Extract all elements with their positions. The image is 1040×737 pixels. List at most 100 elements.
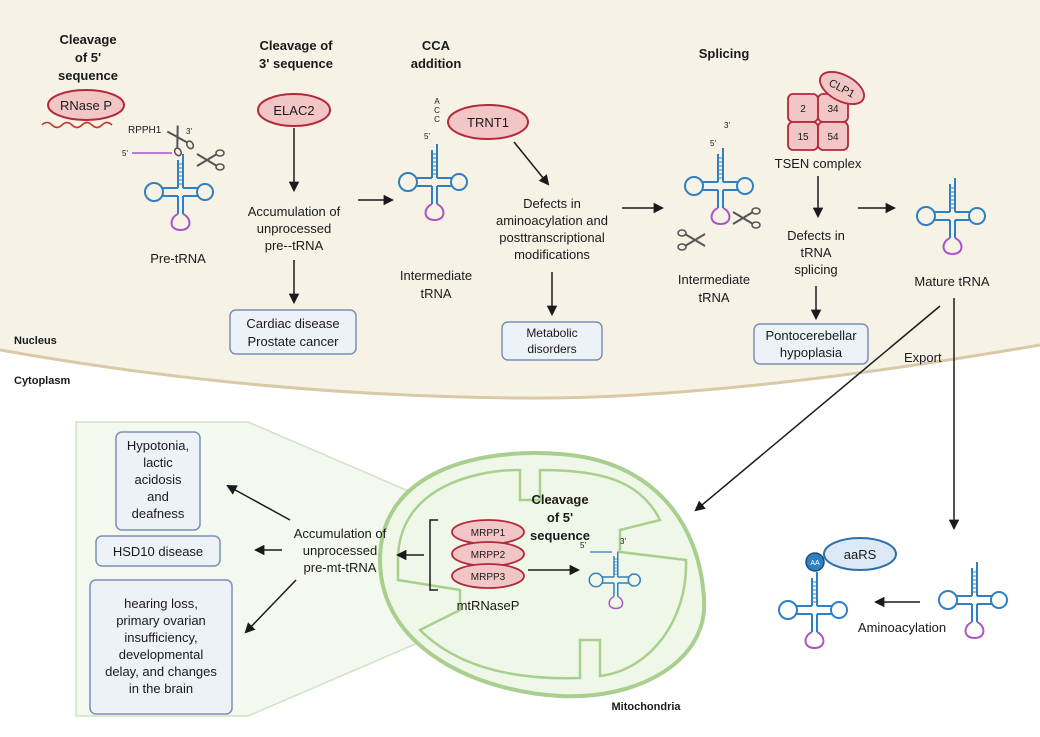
svg-text:posttranscriptional: posttranscriptional [499, 230, 605, 245]
mature-trna-label: Mature tRNA [914, 274, 989, 289]
arrow-import-mito [694, 305, 941, 512]
nucleus-region [0, 0, 1040, 399]
hypotonia-box [115, 431, 201, 531]
arrow-to-hearing-loss [244, 579, 297, 634]
svg-text:Metabolic: Metabolic [526, 326, 577, 340]
svg-text:Pontocerebellar: Pontocerebellar [765, 328, 857, 343]
svg-text:aminoacylation and: aminoacylation and [496, 213, 608, 228]
arrow-trnt1-defects [513, 141, 550, 186]
svg-text:CCA: CCA [422, 38, 451, 53]
svg-text:MRPP1: MRPP1 [471, 528, 506, 539]
splicing-5prime: 5' [710, 139, 716, 148]
svg-text:splicing: splicing [794, 262, 837, 277]
mitochondria-label: Mitochondria [611, 701, 681, 713]
svg-text:tRNA: tRNA [800, 245, 831, 260]
clp1-enzyme [819, 71, 865, 105]
tsen-disease: Pontocerebellar hypoplasia [765, 328, 857, 360]
svg-text:Defects in: Defects in [523, 196, 581, 211]
nuclear-membrane [0, 343, 1040, 400]
svg-text:delay, and changes: delay, and changes [105, 664, 217, 679]
svg-text:insufficiency,: insufficiency, [124, 630, 197, 645]
intermediate-5prime: 5' [424, 132, 430, 141]
svg-text:unprocessed: unprocessed [257, 221, 331, 236]
trnt1-disease-box [501, 321, 603, 361]
rpph1-rna [41, 121, 113, 129]
step1-title: Cleavage of 5' sequence [58, 32, 118, 83]
uncharged-trna-structure [938, 561, 1008, 639]
svg-text:Hypotonia,: Hypotonia, [127, 438, 189, 453]
trnt1-consequence: Defects in aminoacylation and posttransc… [496, 196, 608, 262]
mito-consequence: Accumulation of unprocessed pre-mt-tRNA [294, 526, 387, 575]
rnase-p-label: RNase P [60, 98, 112, 113]
aars-label: aaRS [844, 547, 877, 562]
elac2-consequence: Accumulation of unprocessed pre--tRNA [248, 204, 341, 253]
svg-text:unprocessed: unprocessed [303, 543, 377, 558]
svg-text:acidosis: acidosis [135, 472, 182, 487]
trnt1-label: TRNT1 [467, 115, 509, 130]
svg-text:Intermediate: Intermediate [678, 272, 750, 287]
amino-acid-badge [805, 552, 825, 572]
rnase-p-enzyme [47, 89, 125, 121]
elac2-label: ELAC2 [273, 103, 314, 118]
svg-text:C: C [434, 115, 440, 124]
splicing-title: Splicing [699, 46, 750, 61]
svg-text:disorders: disorders [527, 342, 576, 356]
svg-text:modifications: modifications [514, 247, 590, 262]
svg-text:hearing loss,: hearing loss, [124, 596, 198, 611]
cca-letters: A C C [434, 97, 440, 124]
tsen-consequence: Defects in tRNA splicing [787, 228, 845, 277]
pre-trna-3prime: 3' [186, 127, 192, 136]
svg-text:lactic: lactic [143, 455, 173, 470]
splicing-trna-label: Intermediate tRNA [678, 272, 750, 305]
hypotonia-disease: Hypotonia, lactic acidosis and deafness [127, 438, 189, 521]
mtrnasep-label: mtRNaseP [457, 598, 520, 613]
elac2-disease: Cardiac disease Prostate cancer [246, 316, 339, 349]
svg-text:addition: addition [411, 56, 462, 71]
pre-trna-label: Pre-tRNA [150, 251, 206, 266]
export-label: Export [904, 350, 942, 365]
svg-text:Accumulation of: Accumulation of [294, 526, 387, 541]
nucleus-label: Nucleus [14, 335, 57, 347]
trnt1-enzyme [447, 104, 529, 140]
intermediate-trna-label: Intermediate tRNA [400, 268, 472, 301]
hsd10-box [95, 535, 221, 567]
svg-text:2: 2 [800, 104, 806, 115]
svg-text:Intermediate: Intermediate [400, 268, 472, 283]
svg-text:hypoplasia: hypoplasia [780, 345, 843, 360]
aars-enzyme [823, 537, 897, 571]
svg-text:Prostate cancer: Prostate cancer [247, 334, 339, 349]
arrow-to-hypotonia [226, 484, 291, 521]
hearing-loss-box [89, 579, 233, 715]
svg-text:primary ovarian: primary ovarian [116, 613, 206, 628]
svg-text:MRPP2: MRPP2 [471, 550, 506, 561]
svg-text:sequence: sequence [58, 68, 118, 83]
svg-text:and: and [147, 489, 169, 504]
amino-acid-label: AA [810, 560, 820, 567]
pre-trna-5prime: 5' [122, 149, 128, 158]
svg-text:34: 34 [827, 104, 839, 115]
svg-text:tRNA: tRNA [420, 286, 451, 301]
svg-text:deafness: deafness [132, 506, 185, 521]
svg-text:Defects in: Defects in [787, 228, 845, 243]
svg-text:pre--tRNA: pre--tRNA [265, 238, 324, 253]
svg-text:Accumulation of: Accumulation of [248, 204, 341, 219]
hsd10-disease: HSD10 disease [113, 544, 203, 559]
svg-text:developmental: developmental [119, 647, 204, 662]
aminoacylation-label: Aminoacylation [858, 620, 946, 635]
mt-trna-3prime: 3' [620, 537, 626, 546]
svg-text:Cardiac disease: Cardiac disease [246, 316, 339, 331]
trnt1-disease: Metabolic disorders [526, 326, 577, 356]
mito-title: Cleavage of 5' sequence [530, 492, 590, 543]
svg-text:15: 15 [797, 132, 809, 143]
tsen-complex-label: TSEN complex [775, 156, 862, 171]
mrpp-subunits: MRPP1 MRPP2 MRPP3 [451, 519, 525, 589]
hearing-loss-disease: hearing loss, primary ovarian insufficie… [105, 596, 217, 696]
charged-trna-structure [778, 571, 848, 649]
svg-text:Cleavage: Cleavage [531, 492, 588, 507]
rpph1-label: RPPH1 [128, 125, 162, 136]
svg-text:MRPP3: MRPP3 [471, 572, 506, 583]
svg-text:54: 54 [827, 132, 839, 143]
step2-title: Cleavage of 3' sequence [259, 38, 333, 71]
svg-text:Cleavage: Cleavage [59, 32, 116, 47]
